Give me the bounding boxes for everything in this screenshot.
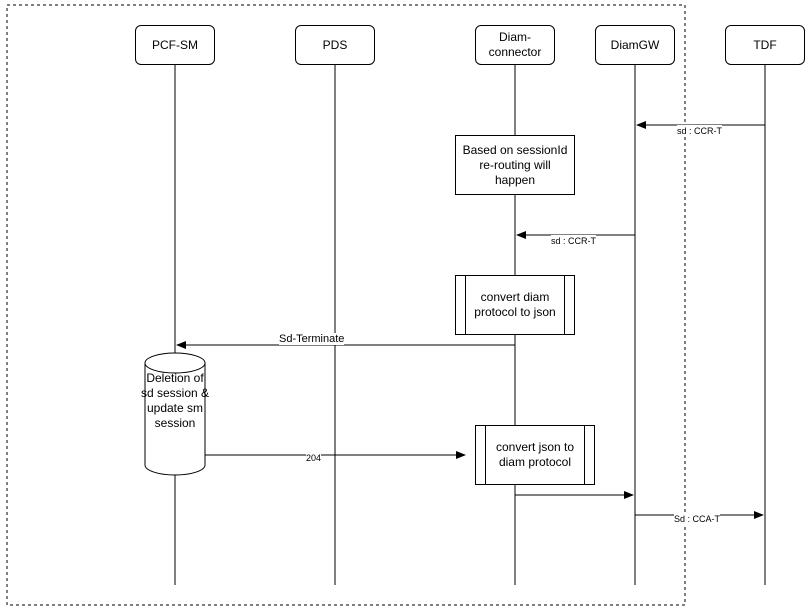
process-text: convert diam protocol to json [474,290,556,319]
participant-diam-connector: Diam- connector [475,25,555,65]
message-label-sd-terminate: Sd-Terminate [279,333,345,345]
message-label-ccr-t-2: sd : CCR-T [551,235,596,247]
participant-label: DiamGW [610,37,660,52]
participant-pds: PDS [295,25,375,65]
process-convert-json-to-diam: convert json to diam protocol [475,425,595,485]
note-text: Based on sessionId re-routing will happe… [462,142,568,187]
deletion-text: Deletion of sd session & update sm sessi… [140,371,210,430]
process-text: convert json to diam protocol [495,440,575,469]
boundary-frame [6,4,686,606]
deletion-cylinder [144,352,206,476]
participant-label: TDF [753,37,777,52]
participant-pcf-sm: PCF-SM [135,25,215,65]
process-convert-diam-to-json: convert diam protocol to json [455,275,575,335]
note-rerouting: Based on sessionId re-routing will happe… [455,135,575,195]
message-label-cca-t: Sd : CCA-T [674,513,721,525]
participant-label: PDS [322,37,348,52]
participant-diamgw: DiamGW [595,25,675,65]
message-label-204: 204 [306,452,322,464]
participant-tdf: TDF [725,25,805,65]
participant-label: PCF-SM [152,37,198,52]
participant-label: Diam- connector [488,30,542,59]
message-label-ccr-t-1: sd : CCR-T [677,125,722,137]
